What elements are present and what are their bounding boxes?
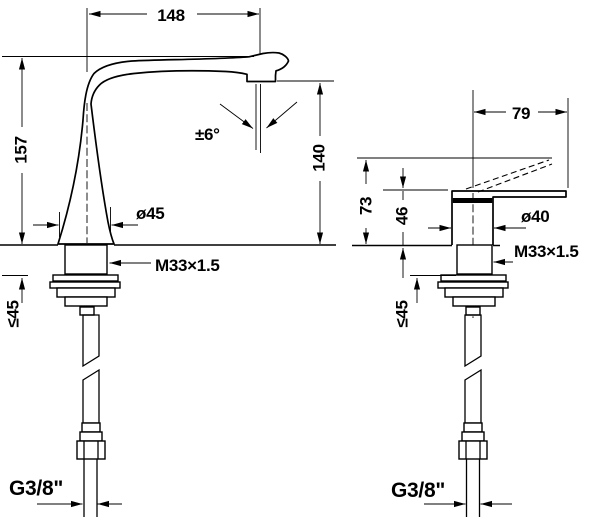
- thread-handle-label: M33×1.5: [514, 242, 579, 261]
- dim-140-label: 140: [310, 144, 329, 171]
- dim-max-deck-thickness-handle: ≤45: [393, 275, 456, 328]
- spout-outline: [57, 51, 290, 245]
- mounting-hardware-spout: [49, 244, 121, 316]
- thread-spout-label: M33×1.5: [155, 256, 220, 275]
- thread-label-handle: M33×1.5: [493, 242, 579, 266]
- dim-o40-label: ø40: [521, 207, 549, 226]
- angle-tolerance: ±6°: [195, 101, 298, 144]
- dim-outlet-height: 140: [277, 80, 334, 244]
- dim-connection-thread-spout: G3/8": [9, 477, 122, 508]
- dim-body-diameter: ø40: [428, 207, 550, 232]
- deck-thickness-handle-label: ≤45: [393, 300, 412, 327]
- angle-tolerance-label: ±6°: [195, 125, 220, 144]
- dim-lever-height: 73: [357, 157, 552, 244]
- dim-157-label: 157: [12, 136, 31, 163]
- spout-view: 148 157 140 ±6°: [0, 6, 336, 517]
- dim-spout-height: 157: [12, 58, 31, 244]
- dim-46-label: 46: [393, 207, 412, 225]
- dim-body-height: 46: [383, 168, 448, 278]
- water-stream: [255, 84, 261, 153]
- handle-outline: [451, 190, 567, 245]
- dim-base-diameter: ø45: [33, 204, 165, 237]
- dim-148-label: 148: [157, 6, 184, 25]
- handle-view: 79 73 46 ø40 M33×1.5: [352, 90, 579, 517]
- supply-hose-handle: [458, 314, 488, 517]
- dim-73-label: 73: [357, 197, 376, 215]
- deck-thickness-spout-label: ≤45: [4, 300, 23, 327]
- thread-label-spout: M33×1.5: [109, 256, 220, 275]
- dim-79-label: 79: [512, 104, 530, 123]
- dim-max-deck-thickness-spout: ≤45: [2, 275, 28, 328]
- supply-hose-spout: [76, 314, 106, 517]
- dim-spout-reach: 148: [89, 6, 259, 25]
- mounting-hardware-handle: [437, 244, 509, 316]
- dim-connection-thread-handle: G3/8": [391, 479, 512, 508]
- dim-o45-label: ø45: [136, 204, 164, 223]
- dim-lever-reach: 79: [474, 104, 567, 123]
- lever-raised-position: [465, 159, 553, 193]
- connection-handle-label: G3/8": [391, 479, 445, 502]
- connection-spout-label: G3/8": [9, 477, 63, 500]
